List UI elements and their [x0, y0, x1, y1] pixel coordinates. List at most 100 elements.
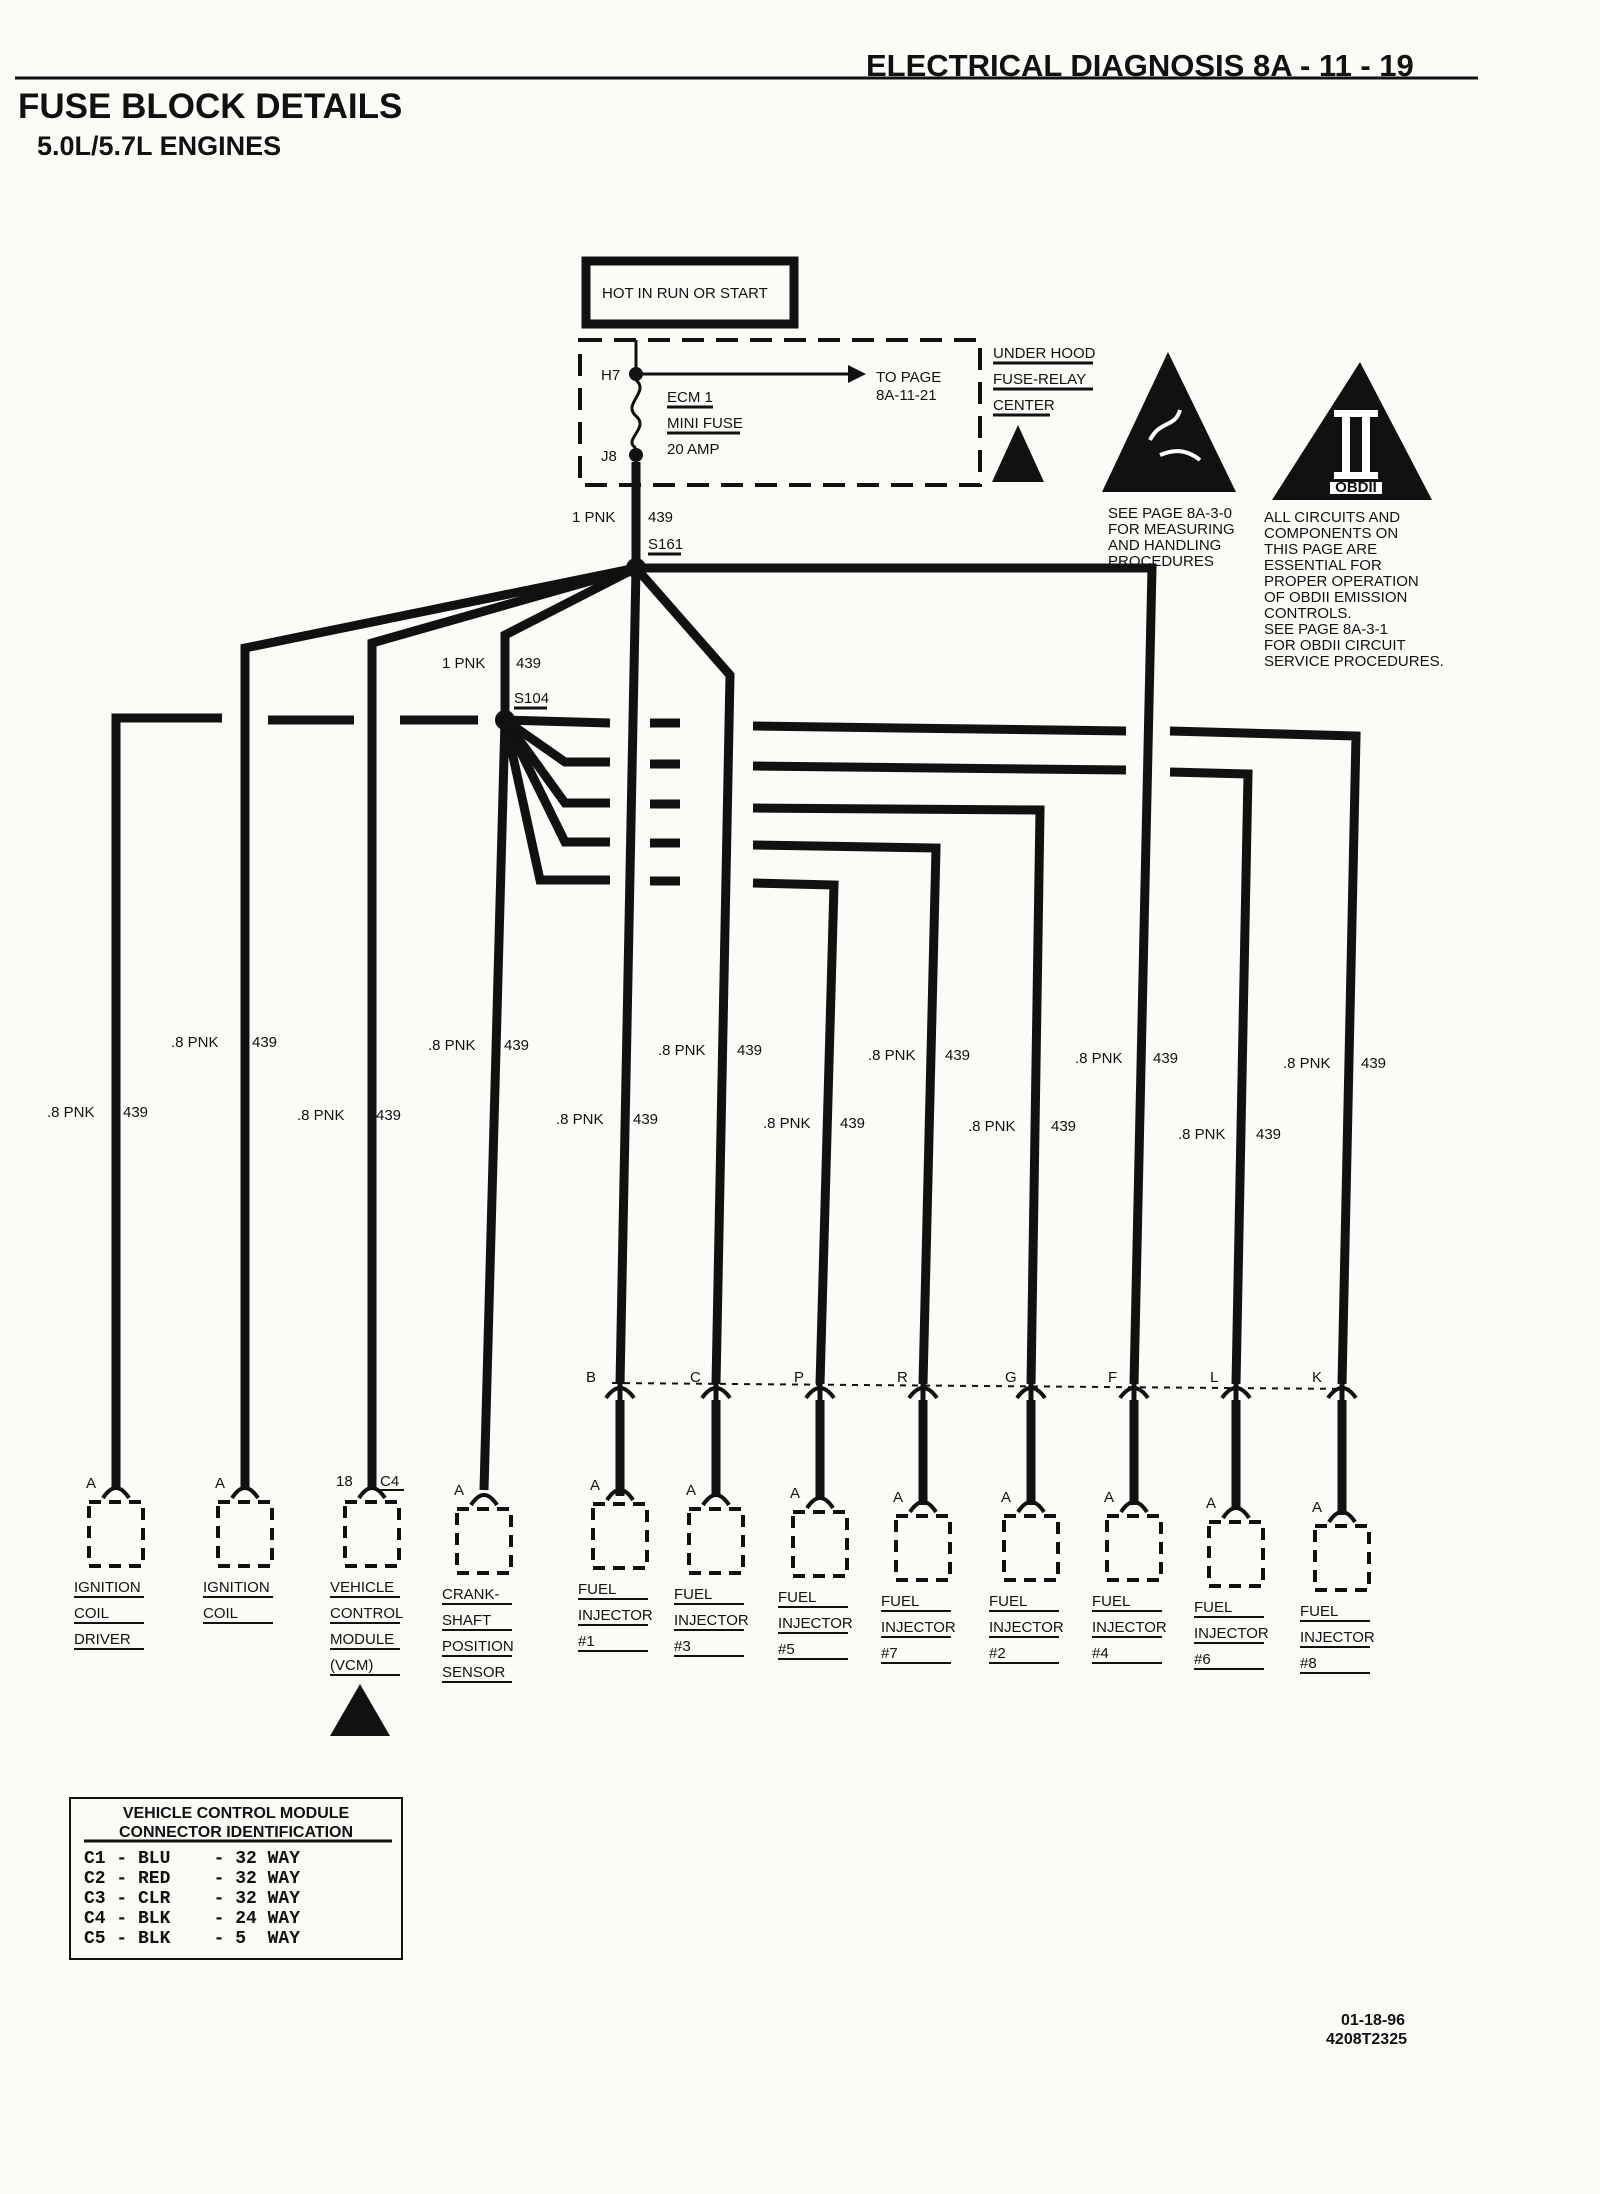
- section-header: ELECTRICAL DIAGNOSIS 8A - 11 - 19: [866, 48, 1414, 83]
- component-name-line: #7: [881, 1645, 898, 1662]
- vcm-table-row: C3 - CLR - 32 WAY: [84, 1889, 300, 1909]
- wire-ignition-coil-driver: [111, 713, 222, 1490]
- component-name-line: INJECTOR: [989, 1619, 1064, 1636]
- obd-note-line: SERVICE PROCEDURES.: [1264, 653, 1444, 670]
- obd-warning-icon: [1272, 362, 1432, 500]
- obd-note-line: FOR OBDII CIRCUIT: [1264, 637, 1406, 654]
- terminal-j8-label: J8: [601, 448, 617, 465]
- component-name-line: POSITION: [442, 1638, 514, 1655]
- component-terminal: [805, 1496, 835, 1510]
- component-box: [791, 1510, 849, 1578]
- terminal-j8: [629, 448, 643, 462]
- fuse-center-label-3: CENTER: [993, 397, 1055, 414]
- wire-gauge-label: .8 PNK: [868, 1047, 916, 1064]
- wire-circuit-label: 439: [840, 1115, 865, 1132]
- wire-circuit-label: 439: [1153, 1050, 1178, 1067]
- fuse-center-label-2: FUSE-RELAY: [993, 371, 1086, 388]
- component-name-line: #4: [1092, 1645, 1109, 1662]
- s104-branches: [479, 715, 1361, 1491]
- feed-gauge: 1 PNK: [572, 509, 615, 526]
- component-name-line: INJECTOR: [881, 1619, 956, 1636]
- page-title: FUSE BLOCK DETAILS: [18, 87, 402, 126]
- component-name-line: COIL: [203, 1605, 238, 1622]
- component-name-line: SHAFT: [442, 1612, 491, 1629]
- fuse-center-label-1: UNDER HOOD: [993, 345, 1096, 362]
- obd-note-line: ALL CIRCUITS AND: [1264, 509, 1400, 526]
- splice-s161-label: S161: [648, 536, 683, 553]
- component-name-line: FUEL: [1300, 1603, 1338, 1620]
- component-name-line: #1: [578, 1633, 595, 1650]
- esd-note-line: FOR MEASURING: [1108, 521, 1235, 538]
- wire-gauge-label: .8 PNK: [1283, 1055, 1331, 1072]
- splice-s104-label: S104: [514, 690, 549, 707]
- harness-pin-label: G: [1005, 1369, 1017, 1386]
- obd-note-line: OF OBDII EMISSION: [1264, 589, 1407, 606]
- wire-injector-5: [752, 878, 839, 1385]
- wire-gauge-label: .8 PNK: [556, 1111, 604, 1128]
- component-terminal: [1016, 1500, 1046, 1514]
- fuse-symbol: [630, 378, 642, 450]
- component-box: [1105, 1514, 1163, 1582]
- component-name-line: #6: [1194, 1651, 1211, 1668]
- esd-small-icon: [992, 425, 1044, 482]
- wire-gauge-label: .8 PNK: [297, 1107, 345, 1124]
- harness-pin-label: K: [1312, 1369, 1322, 1386]
- esd-note-line: SEE PAGE 8A-3-0: [1108, 505, 1232, 522]
- vcm-table-row: C5 - BLK - 5 WAY: [84, 1929, 300, 1949]
- obd-note-line: ESSENTIAL FOR: [1264, 557, 1382, 574]
- page-ref-1: TO PAGE: [876, 369, 941, 386]
- component-terminal: [1119, 1500, 1149, 1514]
- component-name-line: DRIVER: [74, 1631, 131, 1648]
- wire-injector-3: [632, 565, 735, 1385]
- fuse-name-1: ECM 1: [667, 389, 713, 406]
- component-name-line: INJECTOR: [674, 1612, 749, 1629]
- component-box: [1207, 1520, 1265, 1588]
- harness-pin-label: R: [897, 1369, 908, 1386]
- vcm-connector-table: [69, 1797, 403, 1960]
- wire-gauge-label: .8 PNK: [763, 1115, 811, 1132]
- harness-pin-label: C: [690, 1369, 701, 1386]
- component-terminal: [1221, 1506, 1251, 1520]
- wire-circuit-label: 439: [945, 1047, 970, 1064]
- obd-note-line: CONTROLS.: [1264, 605, 1352, 622]
- wire-circuit-label: 439: [737, 1042, 762, 1059]
- component-name-line: INJECTOR: [578, 1607, 653, 1624]
- wire-ignition-coil: [240, 563, 637, 1490]
- component-box: [894, 1514, 952, 1582]
- component-name-line: CRANK-: [442, 1586, 500, 1603]
- s104-circuit: 439: [516, 655, 541, 672]
- wire-gauge-label: .8 PNK: [171, 1034, 219, 1051]
- vcm-esd-icon: [330, 1684, 390, 1736]
- fuse-name-3: 20 AMP: [667, 441, 720, 458]
- vcm-table-row: C4 - BLK - 24 WAY: [84, 1909, 300, 1929]
- component-connector-label: C4: [380, 1473, 399, 1490]
- page-ref-2: 8A-11-21: [876, 387, 937, 404]
- component-name-line: FUEL: [989, 1593, 1027, 1610]
- component-box: [591, 1502, 649, 1570]
- wire-circuit-label: 439: [1256, 1126, 1281, 1143]
- terminal-h7-label: H7: [601, 367, 620, 384]
- wire-labels: .8 PNK 439 .8 PNK 439 .8 PNK 439 .8 PNK 439 .8 P…: [47, 1034, 1386, 1143]
- component-terminal: [701, 1493, 731, 1507]
- esd-note-line: AND HANDLING: [1108, 537, 1221, 554]
- harness-pin-label: F: [1108, 1369, 1117, 1386]
- component-pin-label: 18: [336, 1473, 353, 1490]
- obd-note-line: THIS PAGE ARE: [1264, 541, 1377, 558]
- obd-note-line: COMPONENTS ON: [1264, 525, 1398, 542]
- component-name-line: FUEL: [778, 1589, 816, 1606]
- wire-injector-7: [752, 840, 941, 1385]
- fuse-name-2: MINI FUSE: [667, 415, 743, 432]
- wire-circuit-label: 439: [1051, 1118, 1076, 1135]
- component-name-line: #5: [778, 1641, 795, 1658]
- component-box: [1002, 1514, 1060, 1582]
- hot-in-run-box: [581, 256, 799, 329]
- harness-connector: [611, 1382, 1353, 1390]
- vcm-table-title-1: VEHICLE CONTROL MODULE: [123, 1805, 350, 1822]
- component-pin-label: A: [454, 1482, 464, 1499]
- component-box: [216, 1500, 274, 1568]
- obd-note-line: PROPER OPERATION: [1264, 573, 1419, 590]
- wire-gauge-label: .8 PNK: [428, 1037, 476, 1054]
